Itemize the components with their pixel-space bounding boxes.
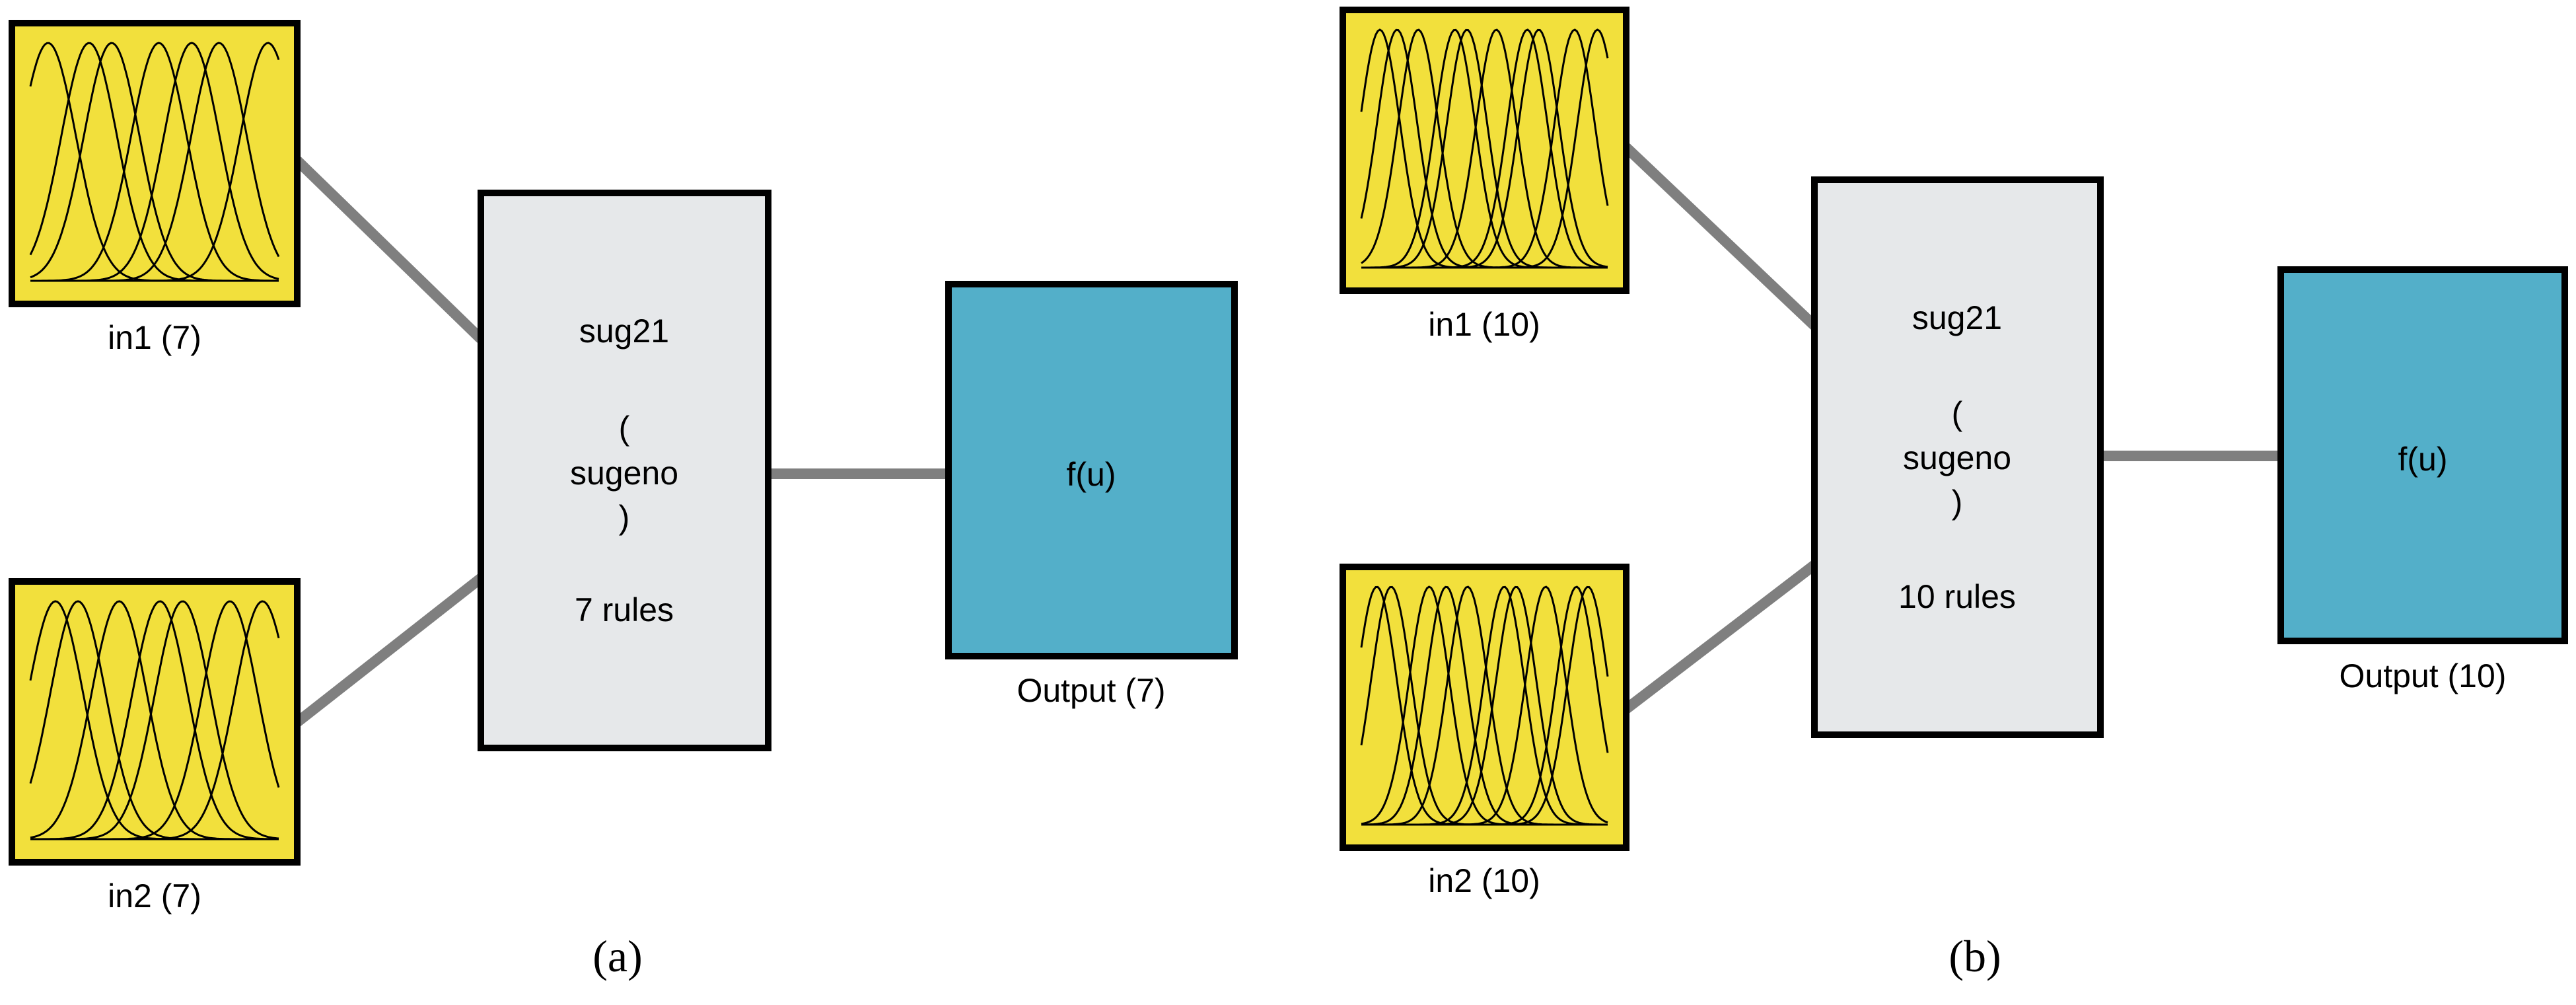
input-label-in2-a: in2 (7) — [108, 877, 201, 914]
membership-function-curve — [1361, 585, 1609, 826]
membership-function-curve — [30, 42, 280, 282]
connector-in1-to-rules-b — [1622, 143, 1818, 330]
membership-functions-in1-b — [1360, 28, 1609, 269]
input-label-in1-a: in1 (7) — [108, 319, 201, 356]
output-label-a: Output (7) — [1017, 672, 1165, 709]
output-block-a[interactable]: f(u) — [945, 281, 1238, 659]
panel-caption-b: (b) — [1949, 931, 2001, 981]
panel-a: in1 (7) in2 (7) sug21 ( sugeno ) 7 rules… — [9, 20, 1238, 981]
output-function-b: f(u) — [2398, 441, 2448, 478]
rule-block-a[interactable]: sug21 ( sugeno ) 7 rules — [478, 190, 771, 751]
membership-function-curve — [30, 600, 279, 840]
rules-count-a: 7 rules — [575, 591, 674, 628]
input-block-in1-a[interactable] — [9, 20, 301, 307]
connector-in2-to-rules-a — [294, 574, 484, 727]
connector-in1-to-rules-a — [293, 157, 485, 343]
system-name-a: sug21 — [579, 313, 669, 350]
rule-block-b[interactable]: sug21 ( sugeno ) 10 rules — [1811, 176, 2104, 738]
membership-functions-in2-a — [29, 600, 280, 840]
membership-function-curve — [30, 42, 279, 282]
membership-function-curve — [30, 600, 279, 840]
input-block-in2-b[interactable] — [1340, 564, 1629, 851]
panel-b: in1 (10) in2 (10) sug21 ( sugeno ) 10 ru… — [1340, 7, 2568, 981]
input-label-in1-b: in1 (10) — [1428, 306, 1540, 343]
membership-function-curve — [1361, 585, 1608, 826]
output-block-b[interactable]: f(u) — [2277, 266, 2568, 644]
input-label-in2-b: in2 (10) — [1428, 862, 1540, 899]
system-type-a: sugeno — [570, 455, 678, 492]
input-block-in1-b[interactable] — [1340, 7, 1629, 294]
paren-open-a: ( — [619, 410, 630, 447]
paren-close-a: ) — [619, 499, 630, 536]
input-block-in2-a[interactable] — [9, 578, 301, 866]
membership-function-curve — [30, 600, 280, 840]
membership-function-curve — [1361, 28, 1609, 269]
rules-count-b: 10 rules — [1898, 578, 2016, 615]
output-function-a: f(u) — [1067, 456, 1116, 493]
system-type-b: sugeno — [1903, 439, 2011, 476]
panel-caption-a: (a) — [592, 931, 642, 981]
connector-in2-to-rules-b — [1623, 560, 1818, 714]
membership-function-curve — [30, 42, 279, 282]
paren-open-b: ( — [1952, 395, 1963, 432]
paren-close-b: ) — [1952, 484, 1963, 521]
output-label-b: Output (10) — [2340, 657, 2507, 694]
membership-functions-in2-b — [1360, 585, 1609, 826]
membership-functions-in1-a — [29, 42, 280, 282]
system-name-b: sug21 — [1912, 299, 2002, 336]
